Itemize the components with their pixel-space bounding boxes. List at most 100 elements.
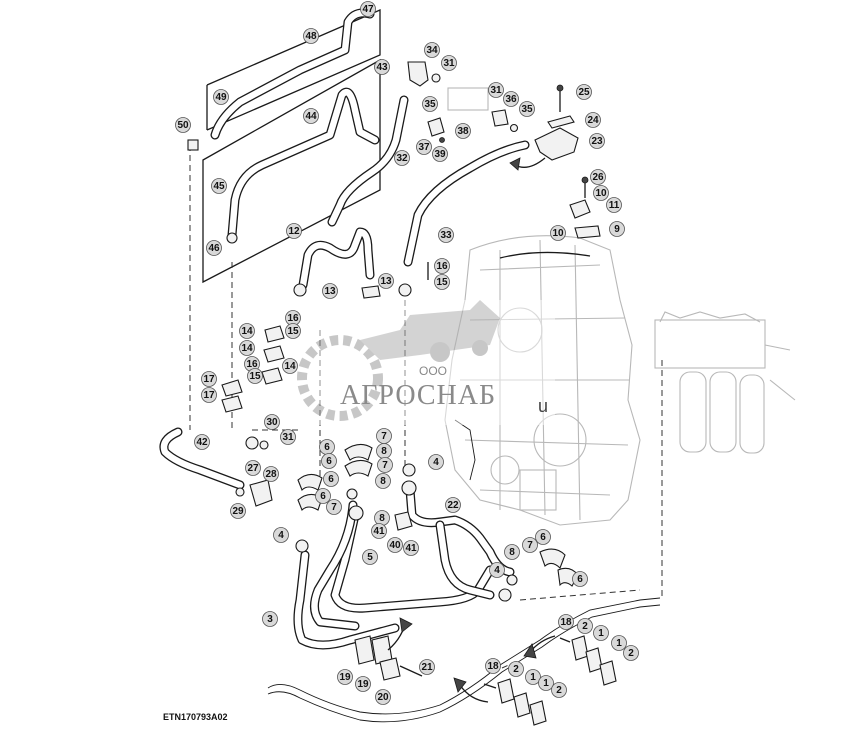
- callout-9: 9: [609, 221, 625, 237]
- callout-number: 31: [443, 58, 455, 69]
- callout-bubble: [245, 460, 261, 476]
- callout-bubble: [445, 497, 461, 513]
- callout-42: 42: [194, 434, 210, 450]
- callout-number: 45: [213, 181, 225, 192]
- callout-19: 19: [355, 676, 371, 692]
- callout-7: 7: [326, 499, 342, 515]
- callout-6: 6: [535, 529, 551, 545]
- callout-2: 2: [623, 645, 639, 661]
- callout-number: 2: [628, 648, 634, 659]
- callout-bubble: [455, 123, 471, 139]
- callout-bubble: [535, 529, 551, 545]
- callout-bubble: [593, 185, 609, 201]
- callout-bubble: [551, 682, 567, 698]
- callout-bubble: [428, 454, 444, 470]
- callout-34: 34: [424, 42, 440, 58]
- callout-46: 46: [206, 240, 222, 256]
- callout-number: 14: [241, 343, 253, 354]
- callout-bubble: [326, 499, 342, 515]
- callout-31: 31: [280, 429, 296, 445]
- callout-13: 13: [378, 273, 394, 289]
- callout-6: 6: [315, 488, 331, 504]
- callout-bubble: [211, 178, 227, 194]
- callout-bubble: [201, 387, 217, 403]
- callout-number: 34: [426, 45, 438, 56]
- callout-23: 23: [589, 133, 605, 149]
- callout-number: 37: [418, 142, 430, 153]
- callout-bubble: [424, 42, 440, 58]
- callout-number: 8: [380, 476, 386, 487]
- callout-bubble: [239, 323, 255, 339]
- callout-31: 31: [441, 55, 457, 71]
- callout-bubble: [360, 1, 376, 17]
- callout-number: 4: [494, 565, 500, 576]
- callout-35: 35: [422, 96, 438, 112]
- callout-35: 35: [519, 101, 535, 117]
- callout-14: 14: [282, 358, 298, 374]
- callout-number: 19: [357, 679, 369, 690]
- callout-number: 18: [487, 661, 499, 672]
- callout-number: 21: [421, 662, 433, 673]
- callout-bubble: [503, 91, 519, 107]
- callout-11: 11: [606, 197, 622, 213]
- callout-number: 16: [436, 261, 448, 272]
- callout-number: 3: [267, 614, 273, 625]
- callout-number: 14: [284, 361, 296, 372]
- watermark-logo: [297, 300, 555, 425]
- callout-number: 30: [266, 417, 278, 428]
- callout-number: 46: [208, 243, 220, 254]
- callout-bubble: [576, 84, 592, 100]
- callout-36: 36: [503, 91, 519, 107]
- watermark-company-prefix: ООО: [419, 364, 448, 378]
- callout-bubble: [286, 223, 302, 239]
- callout-18: 18: [485, 658, 501, 674]
- callout-number: 19: [339, 672, 351, 683]
- callout-22: 22: [445, 497, 461, 513]
- callout-16: 16: [434, 258, 450, 274]
- callout-17: 17: [201, 371, 217, 387]
- callout-bubble: [194, 434, 210, 450]
- callout-number: 1: [530, 672, 536, 683]
- callout-number: 28: [265, 469, 277, 480]
- callout-bubble: [558, 614, 574, 630]
- callout-5: 5: [362, 549, 378, 565]
- callout-43: 43: [374, 59, 390, 75]
- callout-48: 48: [303, 28, 319, 44]
- callout-2: 2: [551, 682, 567, 698]
- callout-bubble: [593, 625, 609, 641]
- callout-number: 26: [592, 172, 604, 183]
- callout-8: 8: [504, 544, 520, 560]
- callout-number: 1: [616, 638, 622, 649]
- callout-bubble: [375, 473, 391, 489]
- callout-1: 1: [611, 635, 627, 651]
- callout-number: 7: [331, 502, 337, 513]
- callout-bubble: [213, 89, 229, 105]
- callout-1: 1: [593, 625, 609, 641]
- callout-number: 31: [490, 85, 502, 96]
- callout-bubble: [282, 358, 298, 374]
- callout-bubble: [378, 273, 394, 289]
- callout-number: 32: [396, 153, 408, 164]
- callout-bubble: [419, 659, 435, 675]
- callout-number: 7: [382, 460, 388, 471]
- callout-17: 17: [201, 387, 217, 403]
- callout-21: 21: [419, 659, 435, 675]
- callout-number: 1: [543, 678, 549, 689]
- callout-number: 25: [578, 87, 590, 98]
- callout-number: 6: [577, 574, 583, 585]
- hose-12: [298, 227, 375, 290]
- callout-47: 47: [360, 1, 376, 17]
- callout-number: 9: [614, 224, 620, 235]
- callout-number: 8: [381, 446, 387, 457]
- callout-24: 24: [585, 112, 601, 128]
- callout-bubble: [285, 323, 301, 339]
- callout-number: 20: [377, 692, 389, 703]
- callout-number: 1: [598, 628, 604, 639]
- callout-number: 5: [367, 552, 373, 563]
- callout-4: 4: [428, 454, 444, 470]
- callout-number: 41: [405, 543, 417, 554]
- callout-6: 6: [321, 453, 337, 469]
- callout-4: 4: [273, 527, 289, 543]
- callout-4: 4: [489, 562, 505, 578]
